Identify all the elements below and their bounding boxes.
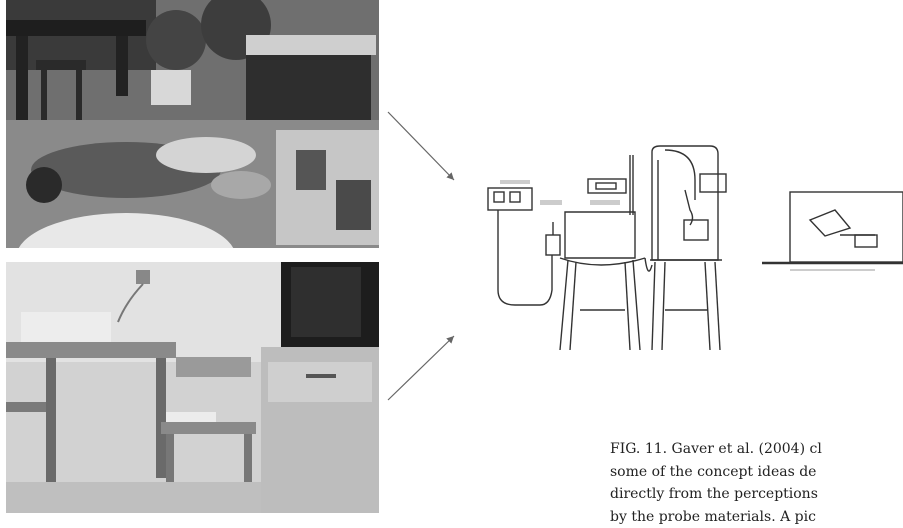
figure-caption: FIG. 11. Gaver et al. (2004) cl some of … <box>610 438 903 528</box>
caption-line-2: some of the concept ideas de <box>610 461 903 484</box>
caption-line-1: FIG. 11. Gaver et al. (2004) cl <box>610 438 903 461</box>
chair-left <box>565 212 635 258</box>
photo-room-table <box>6 262 379 513</box>
caption-line-3: directly from the perceptions <box>610 483 903 506</box>
photo-living-room <box>6 0 379 248</box>
arrows <box>380 100 470 410</box>
arrow-top <box>388 112 454 180</box>
scene-panel <box>790 192 903 262</box>
arrow-bottom <box>388 336 454 400</box>
chair-right <box>652 146 718 260</box>
display-box <box>588 179 626 193</box>
concept-drawing <box>480 140 903 365</box>
caption-line-4: by the probe materials. A pic <box>610 506 903 528</box>
